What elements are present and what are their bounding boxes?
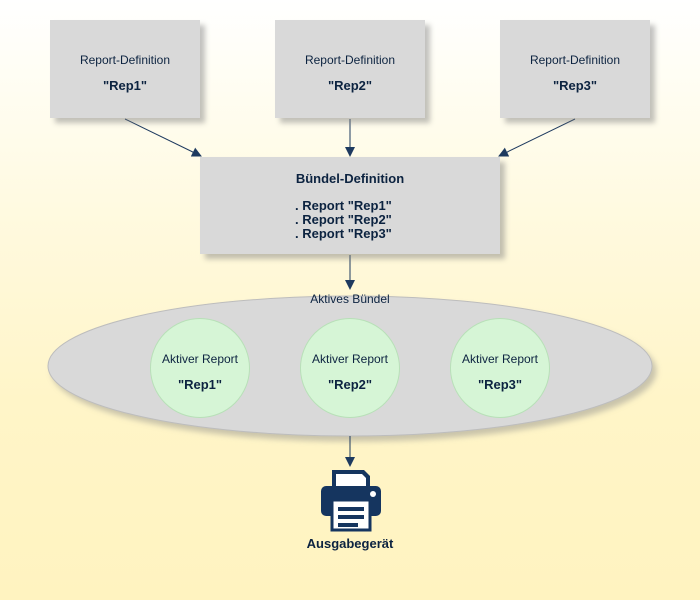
active-report-circle-rep1: Aktiver Report "Rep1" [150, 318, 250, 418]
report-definition-name: "Rep2" [327, 78, 373, 93]
active-report-circle-rep3: Aktiver Report "Rep3" [450, 318, 550, 418]
bundle-definition-line: . Report "Rep1" [295, 198, 392, 213]
arrow-rep3-to-bundle [498, 118, 576, 157]
active-report-label: Aktiver Report [161, 352, 239, 366]
bundle-definition-lines: . Report "Rep1" . Report "Rep2" . Report… [295, 199, 392, 241]
active-report-circle-rep2: Aktiver Report "Rep2" [300, 318, 400, 418]
bundle-definition-line: . Report "Rep3" [295, 226, 392, 241]
report-definition-label: Report-Definition [304, 53, 396, 67]
active-report-label: Aktiver Report [311, 352, 389, 366]
output-device-label: Ausgabegerät [306, 536, 394, 551]
report-definition-name: "Rep3" [552, 78, 598, 93]
report-definition-label: Report-Definition [529, 53, 621, 67]
active-bundle-title: Aktives Bündel [310, 292, 390, 306]
printer-icon [321, 470, 381, 532]
report-definition-box-rep3: Report-Definition "Rep3" [500, 20, 650, 118]
active-report-label: Aktiver Report [461, 352, 539, 366]
active-report-name: "Rep2" [327, 377, 373, 392]
bundle-definition-line: . Report "Rep2" [295, 212, 392, 227]
arrow-rep1-to-bundle [124, 118, 202, 157]
report-definition-box-rep1: Report-Definition "Rep1" [50, 20, 200, 118]
bundle-definition-box: Bündel-Definition . Report "Rep1" . Repo… [200, 157, 500, 254]
report-definition-box-rep2: Report-Definition "Rep2" [275, 20, 425, 118]
report-definition-name: "Rep1" [102, 78, 148, 93]
report-definition-label: Report-Definition [79, 53, 171, 67]
active-report-name: "Rep3" [477, 377, 523, 392]
bundle-definition-title: Bündel-Definition [295, 171, 405, 186]
active-report-name: "Rep1" [177, 377, 223, 392]
